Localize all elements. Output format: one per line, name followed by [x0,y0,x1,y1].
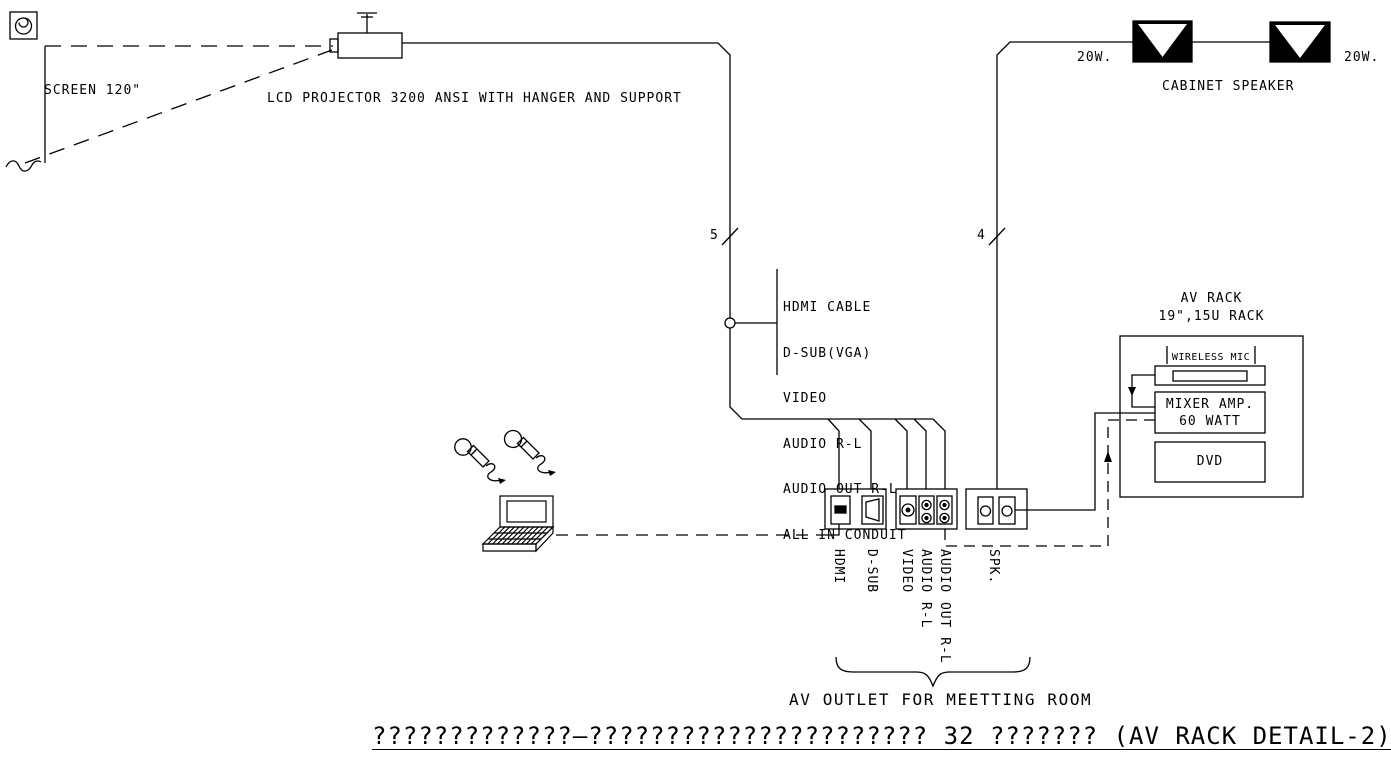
speaker-watt-right: 20W. [1344,50,1380,65]
spk-feed-line [1015,412,1155,511]
speaker-watt-left: 20W. [1077,50,1113,65]
screen-label: SCREEN 120" [44,83,142,98]
cable-item: ALL IN CONDUIT [783,527,907,543]
cable-item: VIDEO [783,391,828,406]
outlet-spk [965,488,1028,530]
microphone-icon [503,429,556,476]
laptop-icon [481,495,555,553]
cabinet-speaker-label: CABINET SPEAKER [1162,79,1295,94]
outlet-group-brace [835,656,1031,688]
projector-cable-run [402,42,933,420]
projector-icon [329,12,403,59]
cable-count-speaker: 4 [977,228,986,243]
audio-return-dashed-line [944,419,1155,547]
cable-item: HDMI CABLE [783,300,872,315]
av-rack-box [1119,335,1304,498]
outlet-label-video: VIDEO [899,549,914,594]
mixer-amp-label: MIXER AMP. [1165,397,1255,412]
drawing-title: ?????????????–?????????????????????? 32 … [372,722,1391,750]
outlet-label-audio-out-rl: AUDIO OUT R-L [937,549,952,664]
rack-title-line2: 19",15U RACK [1158,309,1265,324]
cable-item: D-SUB(VGA) [783,345,872,361]
outlet-tap-lines [827,418,946,489]
laptop-hdmi-dashed-line [556,524,840,536]
cabinet-speaker-icons [988,20,1331,489]
cable-item: AUDIO OUT R-L [783,482,898,497]
cable-item: AUDIO R-L [783,436,863,452]
outlet-label-spk: SPK. [986,549,1001,585]
dvd-label: DVD [1196,454,1224,469]
wireless-mic-label: WIRELESS MIC [1171,352,1251,363]
cable-count-projector: 5 [710,228,719,243]
microphone-icon [454,438,506,484]
outlet-label-audio-rl: AUDIO R-L [918,549,933,629]
mixer-watt-label: 60 WATT [1179,414,1241,429]
outlet-label-hdmi: HDMI [831,549,846,585]
cable-schedule: HDMI CABLE D-SUB(VGA) VIDEO AUDIO R-L AU… [783,271,907,572]
outlet-video-audio [895,488,958,530]
screen-icon [5,11,333,172]
rack-title-line1: AV RACK [1180,291,1243,306]
outlet-group-caption: AV OUTLET FOR MEETTING ROOM [789,690,1093,709]
outlet-hdmi-dsub [824,488,887,530]
outlet-label-dsub: D-SUB [864,549,879,594]
projector-label: LCD PROJECTOR 3200 ANSI WITH HANGER AND … [267,91,682,106]
